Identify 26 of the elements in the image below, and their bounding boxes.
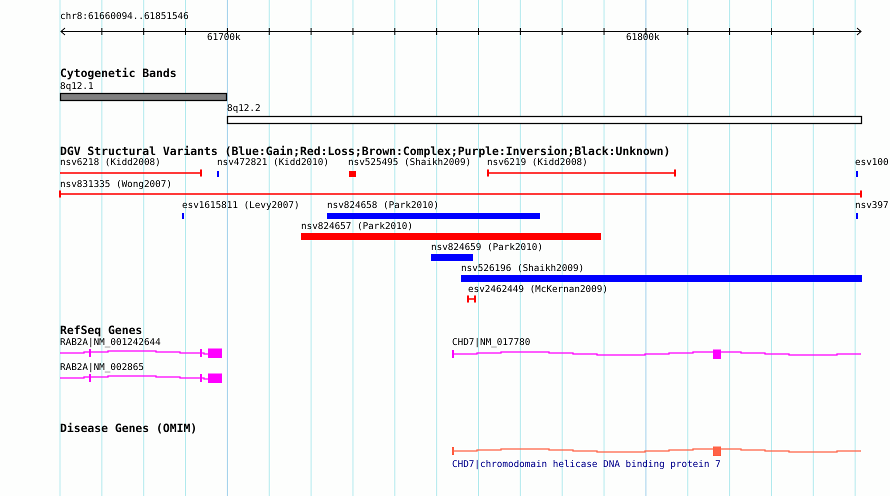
- track-heading: RefSeq Genes: [60, 324, 142, 337]
- region-label: chr8:61660094..61851546: [60, 11, 189, 23]
- feature-label: CHD7|chromodomain helicase DNA binding protein 7: [452, 459, 721, 471]
- feature-label: nsv397: [855, 200, 889, 212]
- feature-label: RAB2A|NM_001242644: [60, 337, 161, 349]
- track-heading: Cytogenetic Bands: [60, 67, 177, 80]
- feature-label: nsv824658 (Park2010): [327, 200, 439, 212]
- track-heading: DGV Structural Variants (Blue:Gain;Red:Loss;Brown:Complex;Purple:Inversion;Black:Unknown): [60, 145, 670, 158]
- tick-label: 61800k: [626, 32, 660, 44]
- tick-label: 61700k: [207, 32, 241, 44]
- feature-label: nsv831335 (Wong2007): [60, 179, 172, 191]
- track-heading: Disease Genes (OMIM): [60, 422, 198, 435]
- feature-label: nsv6219 (Kidd2008): [487, 157, 588, 169]
- feature-label: esv1615811 (Levy2007): [182, 200, 300, 212]
- feature-label: nsv525495 (Shaikh2009): [348, 157, 472, 169]
- feature-label: nsv824657 (Park2010): [301, 221, 413, 233]
- feature-label: RAB2A|NM_002865: [60, 362, 144, 374]
- feature-label: CHD7|NM_017780: [452, 337, 530, 349]
- feature-label: nsv824659 (Park2010): [431, 242, 543, 254]
- feature-label: esv2462449 (McKernan2009): [468, 284, 608, 296]
- feature-label: nsv6218 (Kidd2008): [60, 157, 161, 169]
- feature-label: nsv472821 (Kidd2010): [217, 157, 329, 169]
- feature-label: nsv526196 (Shaikh2009): [461, 263, 584, 275]
- feature-label: esv100: [855, 157, 889, 169]
- feature-label: 8q12.2: [227, 103, 261, 115]
- feature-label: 8q12.1: [60, 81, 94, 93]
